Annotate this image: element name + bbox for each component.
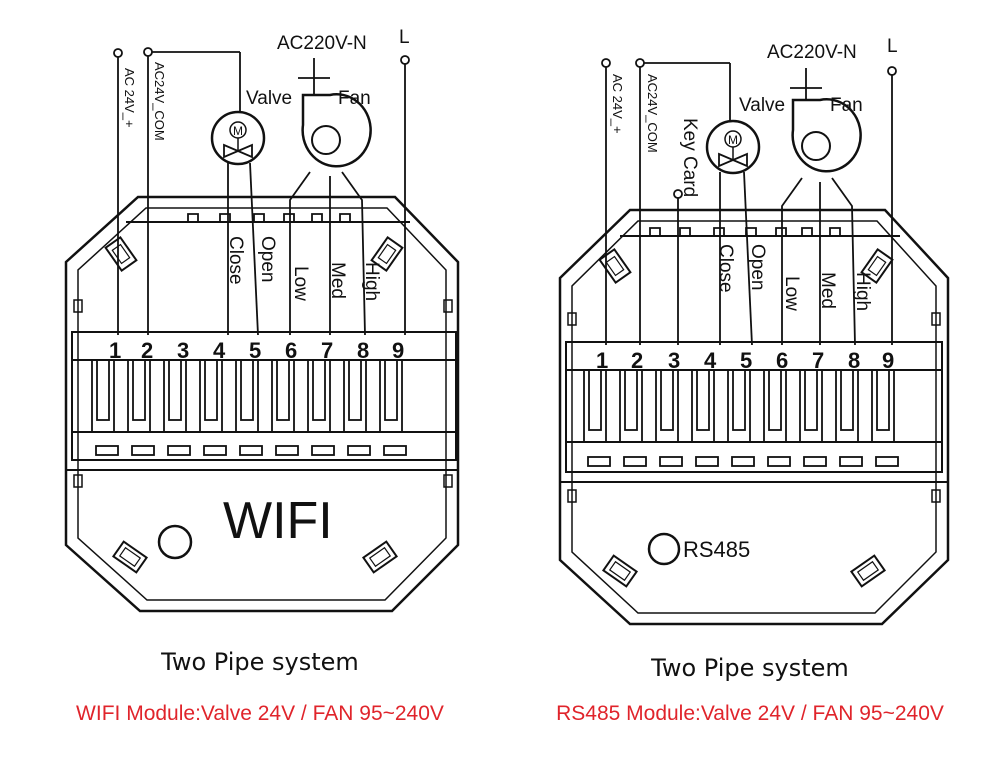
fan-icon (301, 93, 372, 168)
rs485-caption: Two Pipe system (651, 654, 849, 682)
corner-tab-top-right (370, 235, 404, 273)
corner-tab-top-left (104, 235, 138, 273)
wifi-terminal-number-4: 4 (213, 338, 226, 363)
terminal-slot-tops (649, 227, 841, 236)
wifi-terminal-label-high: High (361, 262, 382, 301)
rs485-terminal-number-3: 3 (668, 348, 680, 373)
wifi-module-label: WIFI (223, 492, 333, 550)
rs485-diagram-labels: AC220V-N L Valve Fan M AC 24V_+ AC24V_CO… (596, 36, 898, 562)
rs485-terminal-label-close: Close (715, 244, 736, 293)
rs485-terminal-number-7: 7 (812, 348, 824, 373)
terminal-screws (583, 369, 899, 467)
wifi-terminal-number-9: 9 (392, 338, 404, 363)
wifi-wiring-diagram (64, 47, 460, 613)
wifi-terminal-number-8: 8 (357, 338, 369, 363)
wifi-terminal-label-low: Low (290, 266, 311, 301)
corner-tab-bottom-right (849, 554, 887, 588)
thermostat-housing-inner-outline (571, 220, 937, 614)
rs485-terminal-label-med: Med (817, 272, 838, 309)
wifi-terminal-label-med: Med (327, 262, 348, 299)
wifi-terminal-number-7: 7 (321, 338, 333, 363)
rs485-key-card-label: Key Card (679, 118, 700, 197)
wifi-terminal-number-2: 2 (141, 338, 153, 363)
wifi-fan-label: Fan (338, 88, 371, 109)
external-wiring (113, 47, 410, 336)
rs485-wiring-diagram (558, 58, 950, 626)
rs485-module-label: RS485 (683, 537, 750, 562)
fan-icon (791, 98, 862, 173)
wifi-diagram-labels: AC220V-N L Valve Fan M AC 24V_+ AC24V_CO… (109, 27, 410, 550)
thermostat-housing-outline (558, 208, 950, 626)
rs485-ac24-com-label: AC24V_COM (645, 74, 660, 153)
wifi-live-label: L (399, 27, 410, 48)
wifi-terminal-number-1: 1 (109, 338, 121, 363)
corner-tab-top-right (860, 247, 894, 285)
rs485-terminal-number-6: 6 (776, 348, 788, 373)
rs485-valve-label: Valve (739, 95, 785, 116)
rs485-terminal-number-9: 9 (882, 348, 894, 373)
wifi-subcaption: WIFI Module:Valve 24V / FAN 95~240V (76, 702, 444, 725)
module-button-icon (647, 532, 681, 566)
rs485-ac24-plus-label: AC 24V_+ (610, 74, 625, 134)
thermostat-housing-outline (64, 195, 460, 613)
rs485-terminal-number-5: 5 (740, 348, 752, 373)
terminal-screws (91, 359, 407, 456)
wifi-terminal-number-5: 5 (249, 338, 261, 363)
terminal-slot-tops (187, 213, 351, 222)
corner-tab-top-left (598, 247, 632, 285)
external-wiring (601, 58, 897, 346)
wifi-terminal-label-close: Close (225, 236, 246, 285)
module-button-icon (157, 524, 193, 560)
wifi-ac24-com-label: AC24V_COM (152, 62, 167, 141)
valve-motor-icon (210, 110, 266, 166)
rs485-supply-label: AC220V-N (767, 42, 857, 63)
rs485-terminal-number-2: 2 (631, 348, 643, 373)
wifi-supply-label: AC220V-N (277, 33, 367, 54)
rs485-terminal-number-8: 8 (848, 348, 860, 373)
wifi-terminal-number-6: 6 (285, 338, 297, 363)
rs485-fan-label: Fan (830, 95, 863, 116)
corner-tab-bottom-left (111, 540, 149, 574)
wifi-terminal-label-open: Open (257, 236, 278, 282)
corner-tab-bottom-left (601, 554, 639, 588)
rs485-terminal-number-1: 1 (596, 348, 608, 373)
wifi-caption: Two Pipe system (161, 648, 359, 676)
rs485-live-label: L (887, 36, 898, 57)
rs485-motor-symbol: M (728, 133, 738, 147)
rs485-subcaption: RS485 Module:Valve 24V / FAN 95~240V (556, 702, 944, 725)
wifi-ac24-plus-label: AC 24V_+ (122, 68, 137, 128)
rs485-terminal-label-low: Low (781, 276, 802, 311)
rs485-terminal-label-high: High (852, 272, 873, 311)
wifi-terminal-number-3: 3 (177, 338, 189, 363)
rs485-terminal-number-4: 4 (704, 348, 717, 373)
corner-tab-bottom-right (361, 540, 399, 574)
wifi-valve-label: Valve (246, 88, 292, 109)
rs485-terminal-label-open: Open (747, 244, 768, 290)
valve-motor-icon (705, 119, 761, 175)
wifi-motor-symbol: M (233, 124, 243, 138)
